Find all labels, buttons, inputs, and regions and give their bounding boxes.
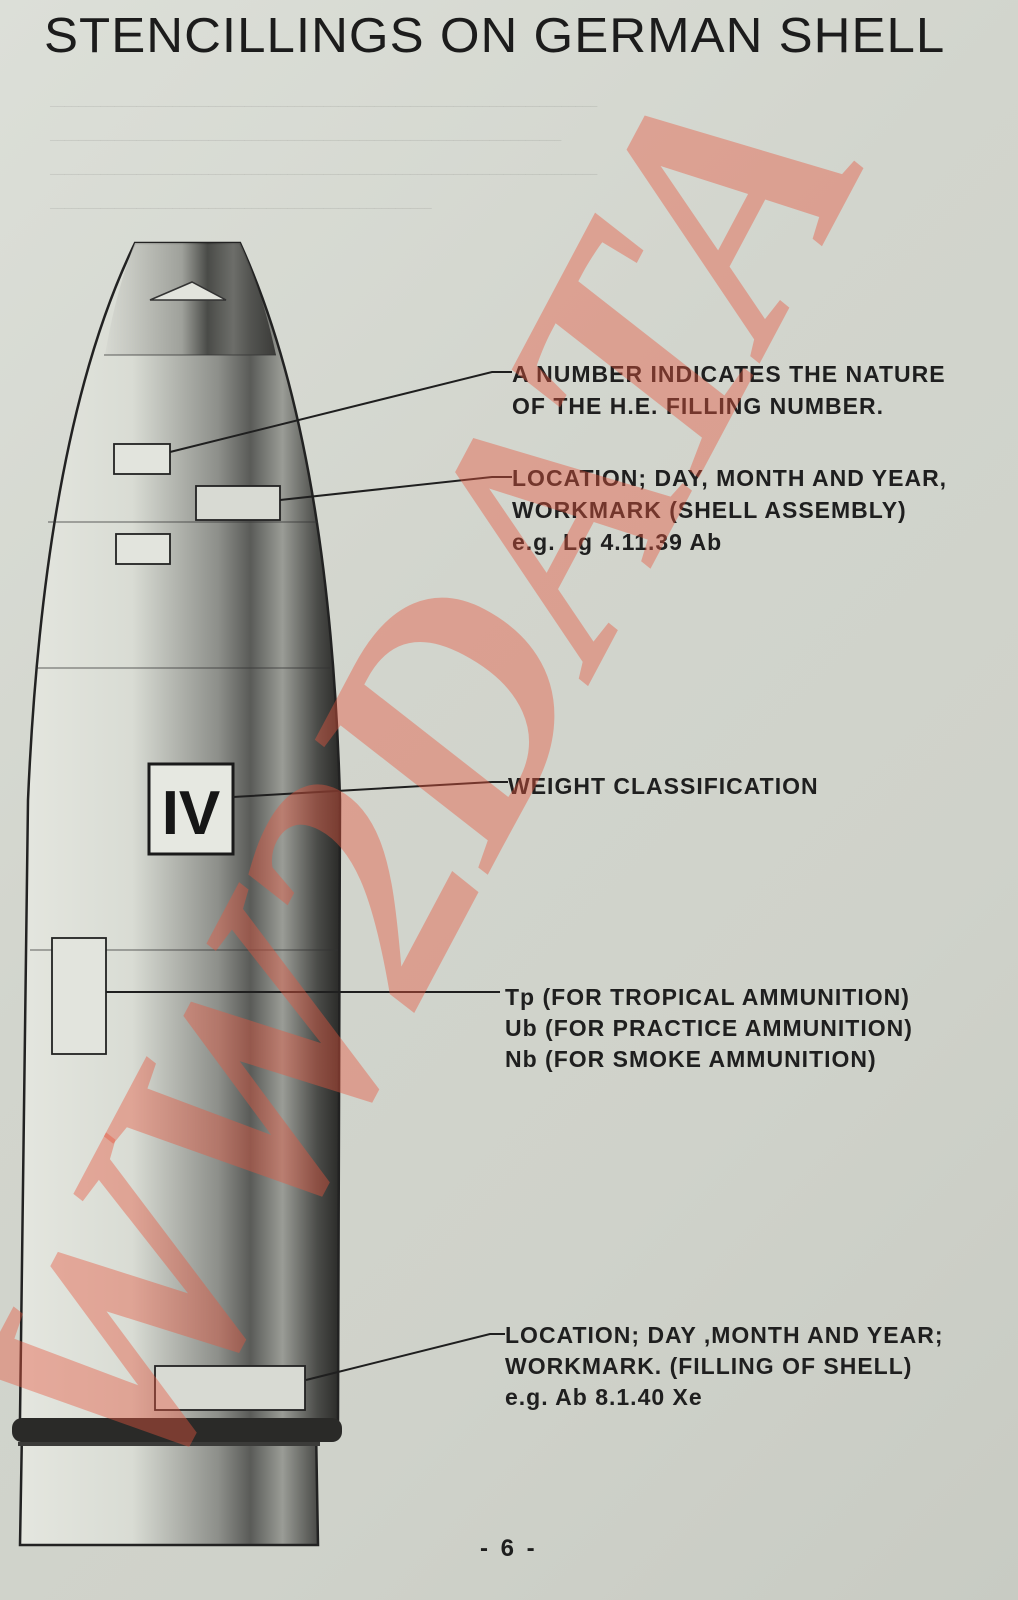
- callout-type-line1: Tp (FOR TROPICAL AMMUNITION): [505, 984, 910, 1010]
- stencil-box-small: [115, 533, 171, 565]
- callout-weight-classification: WEIGHT CLASSIFICATION: [508, 770, 819, 802]
- callout-filling-shell-line2: WORKMARK. (FILLING OF SHELL): [505, 1353, 913, 1379]
- shell-body: [12, 241, 342, 1547]
- callout-filling-shell-line3: e.g. Ab 8.1.40 Xe: [505, 1384, 703, 1410]
- stencil-box-type: [51, 937, 107, 1055]
- callout-weight-line1: WEIGHT CLASSIFICATION: [508, 773, 819, 799]
- page-number: - 6 -: [480, 1535, 538, 1562]
- callout-filling-number-line1: A NUMBER INDICATES THE NATURE: [512, 361, 946, 387]
- stencil-box-filling-number: [113, 443, 171, 475]
- callout-shell-assembly: LOCATION; DAY, MONTH AND YEAR, WORKMARK …: [512, 462, 947, 558]
- callout-type-line3: Nb (FOR SMOKE AMMUNITION): [505, 1046, 877, 1072]
- callout-assembly-line1: LOCATION; DAY, MONTH AND YEAR,: [512, 465, 948, 491]
- callout-type-line2: Ub (FOR PRACTICE AMMUNITION): [505, 1015, 913, 1041]
- callout-filling-number: A NUMBER INDICATES THE NATURE OF THE H.E…: [512, 358, 946, 422]
- bleed-through-text: ────────────────────────────────────────…: [50, 100, 598, 216]
- leader-lines: [106, 371, 512, 1381]
- stencil-box-assembly: [195, 485, 281, 521]
- callout-assembly-line3: e.g. Lg 4.11.39 Ab: [512, 529, 723, 555]
- stencil-box-filling-shell: [154, 1365, 306, 1411]
- callout-filling-of-shell: LOCATION; DAY ,MONTH AND YEAR; WORKMARK.…: [505, 1320, 943, 1413]
- callout-filling-number-line2: OF THE H.E. FILLING NUMBER.: [512, 393, 884, 419]
- callout-assembly-line2: WORKMARK (SHELL ASSEMBLY): [512, 497, 907, 523]
- page-title: STENCILLINGS ON GERMAN SHELL: [44, 9, 946, 63]
- callout-filling-shell-line1: LOCATION; DAY ,MONTH AND YEAR;: [505, 1322, 944, 1348]
- callout-ammunition-type: Tp (FOR TROPICAL AMMUNITION) Ub (FOR PRA…: [505, 982, 913, 1075]
- stencil-box-weight: [147, 762, 235, 856]
- weight-mark: IV: [162, 779, 221, 848]
